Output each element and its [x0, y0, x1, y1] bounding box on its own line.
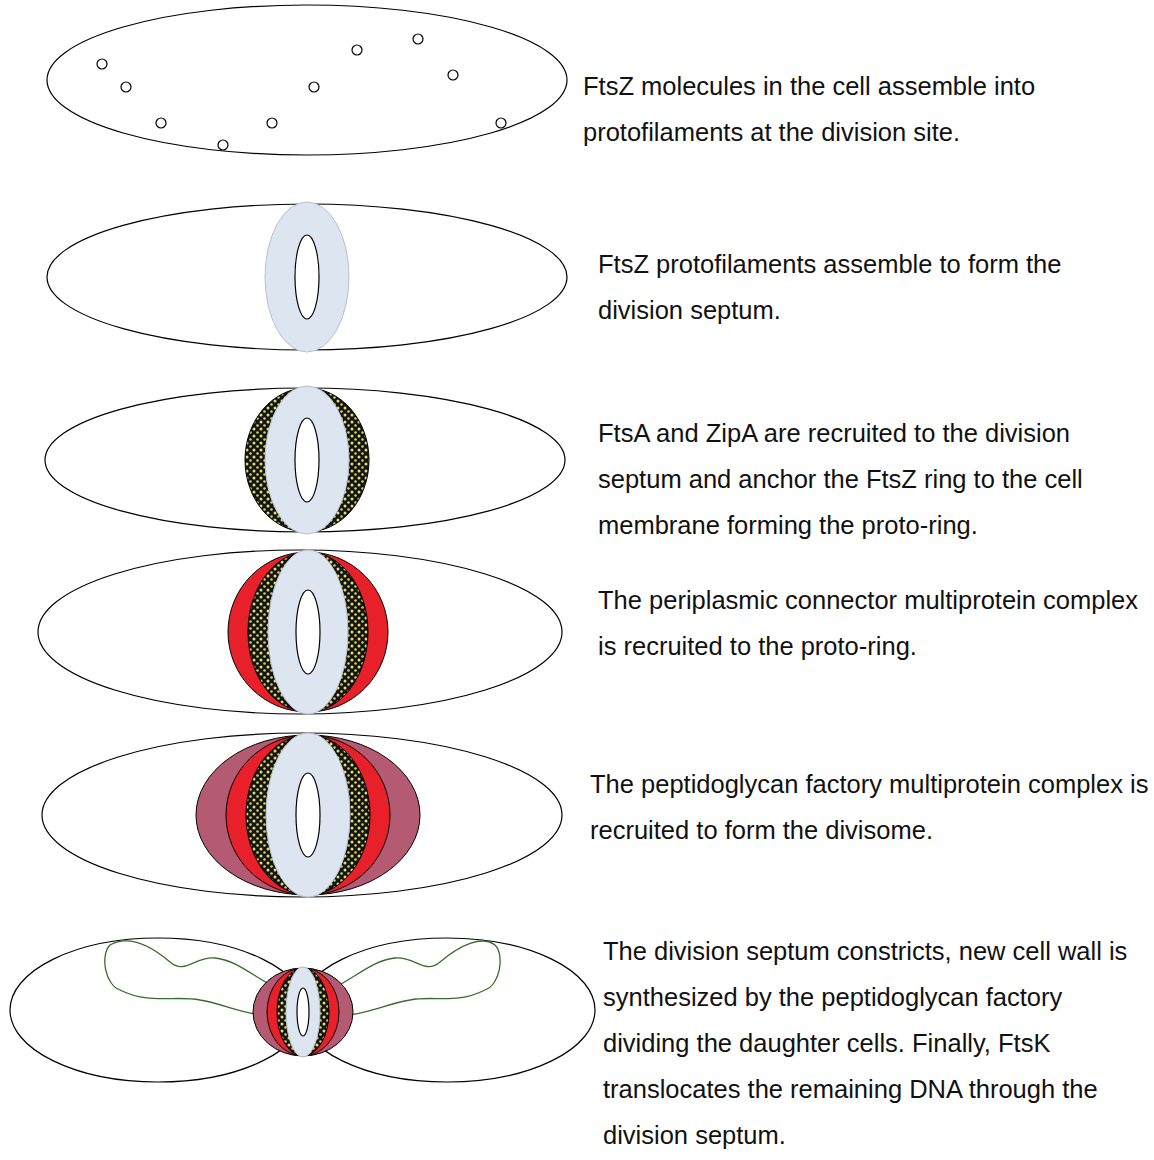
ring-hole [295, 235, 319, 319]
ftsz-molecules [97, 34, 506, 150]
cell-proto-ring [45, 386, 565, 534]
ring-hole [297, 988, 309, 1036]
ftsz-ring [266, 733, 350, 897]
ring-hole [295, 418, 319, 502]
peptidoglycan-band [253, 968, 353, 1056]
step-description: The division septum constricts, new cell… [603, 928, 1148, 1158]
cell-constricting [10, 938, 595, 1082]
step-description: FtsZ protofilaments assemble to form the… [598, 241, 1118, 333]
cell-outline [38, 550, 562, 714]
ring-hole [296, 773, 320, 857]
connector-band [267, 968, 339, 1056]
cell-connector [38, 550, 562, 714]
step-description: FtsA and ZipA are recruited to the divis… [598, 410, 1118, 548]
ftsz-ring [265, 202, 349, 352]
cell-outline [42, 733, 562, 897]
ftsz-ring [286, 967, 320, 1057]
ftsa-zipa-band [277, 968, 329, 1056]
ftsz-ring [265, 386, 349, 534]
ftsz-ring [268, 550, 348, 714]
cell-outline [47, 5, 567, 155]
step-description: The peptidoglycan factory multiprotein c… [590, 761, 1152, 853]
ring-hole [296, 590, 320, 674]
cell-free-ftsz [47, 5, 567, 155]
step-description: The periplasmic connector multiprotein c… [598, 577, 1152, 669]
step-description: FtsZ molecules in the cell assemble into… [583, 63, 1103, 155]
cell-ftsz-ring [47, 202, 567, 352]
cell-divisome [42, 733, 562, 897]
